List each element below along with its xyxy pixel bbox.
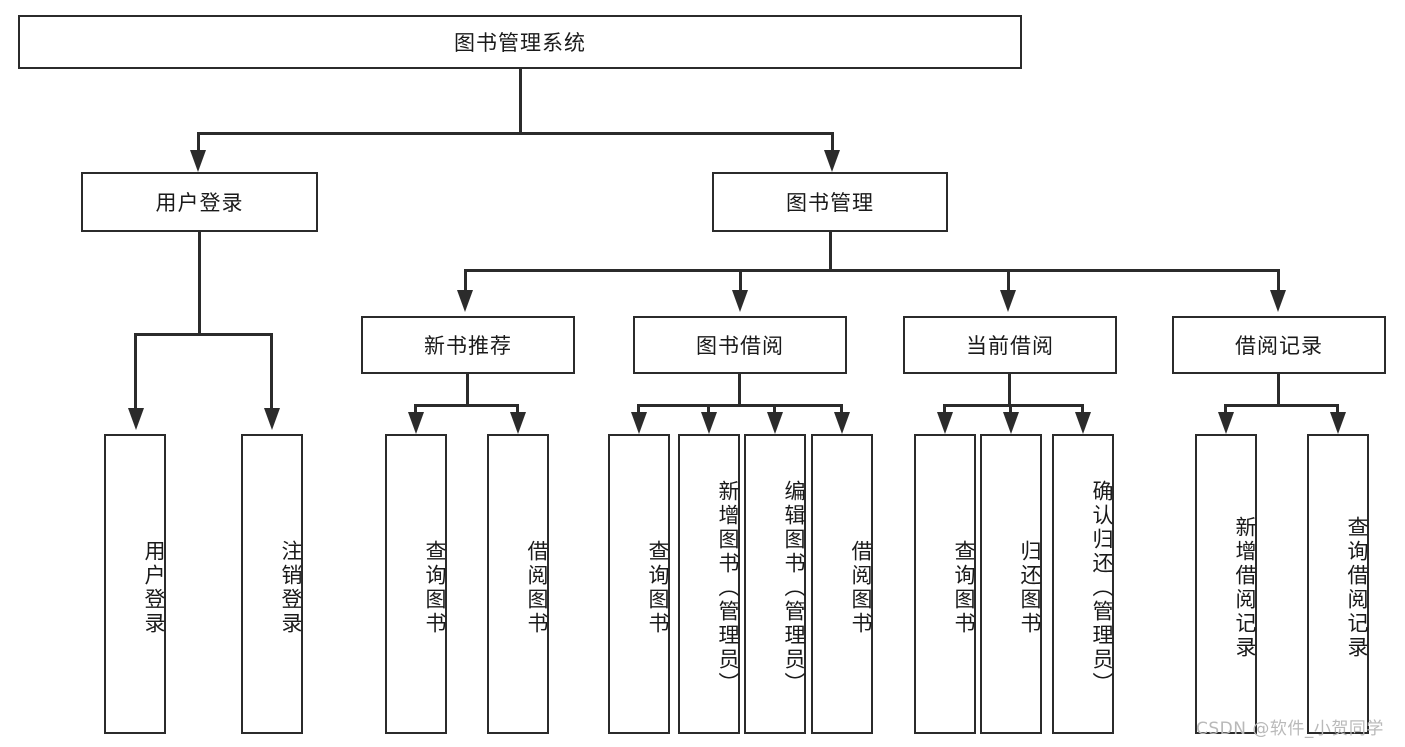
arrow-book-borrow-leaf-4	[834, 412, 850, 434]
node-label: 查询图书	[952, 540, 976, 636]
leaf-book-borrow-4[interactable]: 借阅图书	[811, 434, 873, 734]
leaf-book-borrow-1[interactable]: 查询图书	[608, 434, 670, 734]
arrow-book-mgmt-to-current	[1000, 290, 1016, 312]
node-label: 新增图书（管理员）	[716, 480, 740, 696]
edge-borrow-records-leaf-2	[1336, 404, 1339, 416]
edge-book-borrow-leaf-1	[637, 404, 640, 416]
arrow-current-borrow-leaf-1	[937, 412, 953, 434]
arrow-book-borrow-leaf-2	[701, 412, 717, 434]
node-book-borrow[interactable]: 图书借阅	[633, 316, 847, 374]
edge-book-borrow-leaf-4	[840, 404, 843, 416]
edge-book-mgmt-to-records	[1277, 269, 1280, 295]
leaf-current-borrow-2[interactable]: 归还图书	[980, 434, 1042, 734]
leaf-borrow-records-2[interactable]: 查询借阅记录	[1307, 434, 1369, 734]
node-label: 图书管理系统	[454, 31, 586, 55]
edge-current-borrow-leaf-1	[943, 404, 946, 416]
node-label: 借阅记录	[1235, 334, 1323, 358]
edge-user-login-leaf-1	[134, 333, 137, 412]
edge-user-login-stem	[198, 232, 201, 335]
arrow-user-login-leaf-2	[264, 408, 280, 430]
node-label: 图书借阅	[696, 334, 784, 358]
node-new-book-recommend[interactable]: 新书推荐	[361, 316, 575, 374]
edge-book-borrow-leaf-2	[707, 404, 710, 416]
edge-book-mgmt-bus	[464, 269, 1280, 272]
leaf-current-borrow-3[interactable]: 确认归还（管理员）	[1052, 434, 1114, 734]
arrow-book-mgmt-to-records	[1270, 290, 1286, 312]
node-user-login[interactable]: 用户登录	[81, 172, 318, 232]
arrow-book-mgmt-to-new-book	[457, 290, 473, 312]
leaf-book-borrow-3[interactable]: 编辑图书（管理员）	[744, 434, 806, 734]
leaf-borrow-records-1[interactable]: 新增借阅记录	[1195, 434, 1257, 734]
edge-new-book-leaf-2	[516, 404, 519, 416]
edge-book-borrow-bus	[637, 404, 843, 407]
leaf-user-login-2[interactable]: 注销登录	[241, 434, 303, 734]
edge-book-borrow-stem	[738, 374, 741, 406]
arrow-book-mgmt-to-borrow	[732, 290, 748, 312]
leaf-new-book-1[interactable]: 查询图书	[385, 434, 447, 734]
node-borrow-records[interactable]: 借阅记录	[1172, 316, 1386, 374]
node-label: 当前借阅	[966, 334, 1054, 358]
arrow-user-login-leaf-1	[128, 408, 144, 430]
leaf-user-login-1[interactable]: 用户登录	[104, 434, 166, 734]
arrow-book-borrow-leaf-3	[767, 412, 783, 434]
node-label: 编辑图书（管理员）	[782, 480, 806, 696]
node-book-management[interactable]: 图书管理	[712, 172, 948, 232]
edge-book-borrow-leaf-3	[773, 404, 776, 416]
arrow-current-borrow-leaf-3	[1075, 412, 1091, 434]
watermark-text: CSDN @软件_小贺同学	[1196, 719, 1384, 739]
node-root-system[interactable]: 图书管理系统	[18, 15, 1022, 69]
node-label: 图书管理	[786, 191, 874, 215]
edge-current-borrow-stem	[1008, 374, 1011, 406]
edge-root-to-user-login	[197, 132, 200, 154]
edge-root-to-book-mgmt	[831, 132, 834, 154]
arrow-book-borrow-leaf-1	[631, 412, 647, 434]
arrow-borrow-records-leaf-2	[1330, 412, 1346, 434]
arrow-root-to-book-mgmt	[824, 150, 840, 172]
node-label: 用户登录	[155, 191, 244, 215]
node-label: 确认归还（管理员）	[1090, 480, 1114, 696]
node-label: 借阅图书	[849, 540, 873, 636]
edge-book-mgmt-stem	[829, 232, 832, 272]
edge-current-borrow-leaf-2	[1009, 404, 1012, 416]
edge-borrow-records-bus	[1224, 404, 1339, 407]
edge-book-mgmt-to-new-book	[464, 269, 467, 295]
node-label: 用户登录	[142, 540, 166, 636]
node-label: 归还图书	[1018, 540, 1042, 636]
edge-borrow-records-stem	[1277, 374, 1280, 406]
arrow-new-book-leaf-1	[408, 412, 424, 434]
leaf-book-borrow-2[interactable]: 新增图书（管理员）	[678, 434, 740, 734]
edge-root-stem	[519, 69, 522, 134]
edge-new-book-bus	[414, 404, 518, 407]
edge-new-book-stem	[466, 374, 469, 406]
edge-root-bus	[197, 132, 834, 135]
node-label: 查询借阅记录	[1345, 516, 1369, 660]
edge-user-login-bus	[134, 333, 273, 336]
node-label: 借阅图书	[525, 540, 549, 636]
edge-book-mgmt-to-current	[1007, 269, 1010, 295]
arrow-new-book-leaf-2	[510, 412, 526, 434]
leaf-new-book-2[interactable]: 借阅图书	[487, 434, 549, 734]
edge-user-login-leaf-2	[270, 333, 273, 412]
edge-new-book-leaf-1	[414, 404, 417, 416]
arrow-current-borrow-leaf-2	[1003, 412, 1019, 434]
leaf-current-borrow-1[interactable]: 查询图书	[914, 434, 976, 734]
node-label: 新书推荐	[424, 334, 512, 358]
node-label: 查询图书	[646, 540, 670, 636]
node-label: 新增借阅记录	[1233, 516, 1257, 660]
edge-borrow-records-leaf-1	[1224, 404, 1227, 416]
arrow-root-to-user-login	[190, 150, 206, 172]
arrow-borrow-records-leaf-1	[1218, 412, 1234, 434]
node-label: 查询图书	[423, 540, 447, 636]
edge-book-mgmt-to-borrow	[739, 269, 742, 295]
node-current-borrow[interactable]: 当前借阅	[903, 316, 1117, 374]
node-label: 注销登录	[279, 540, 303, 636]
edge-current-borrow-bus	[943, 404, 1084, 407]
edge-current-borrow-leaf-3	[1081, 404, 1084, 416]
